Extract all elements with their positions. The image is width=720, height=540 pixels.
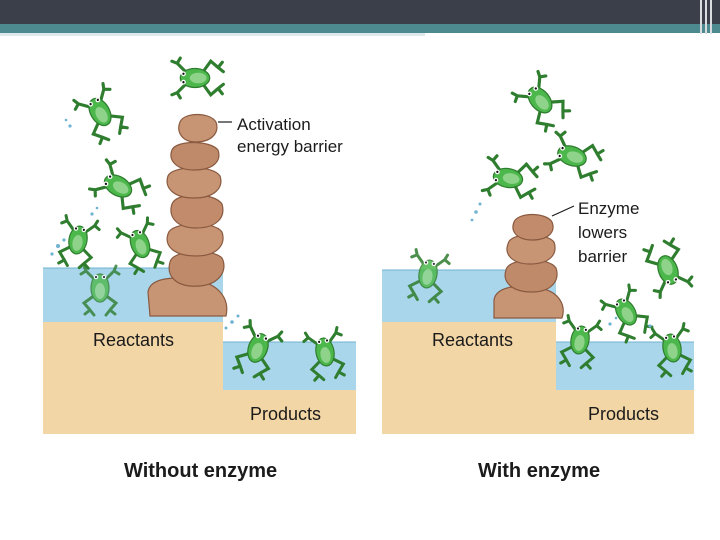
panel-with-enzyme: Enzyme lowers barrier Reactants Products…: [382, 69, 695, 482]
product-water: [223, 342, 356, 390]
panel-without-enzyme: Activation energy barrier Reactants Prod…: [43, 58, 356, 482]
boulder-icon: [169, 252, 224, 287]
frog-icon: [115, 217, 167, 276]
boulder-icon: [167, 168, 221, 198]
boulder-icon: [167, 224, 223, 256]
panel-caption: With enzyme: [478, 460, 600, 482]
enzyme-label: lowers: [578, 223, 627, 242]
frog-icon: [543, 129, 605, 184]
enzyme-label: barrier: [578, 247, 627, 266]
frog-icon: [640, 237, 695, 299]
boulder-icon: [513, 215, 553, 241]
barrier-label: energy barrier: [237, 137, 343, 156]
panel-caption: Without enzyme: [124, 460, 277, 482]
frog-icon: [71, 82, 131, 147]
frog-icon: [172, 58, 223, 98]
reactants-label: Reactants: [93, 330, 174, 350]
frog-icon: [510, 69, 574, 134]
frog-icon: [599, 283, 656, 344]
frog-icon: [55, 215, 101, 270]
boulder-icon: [171, 195, 223, 228]
frog-icon: [482, 154, 540, 202]
boulder-icon: [171, 143, 219, 171]
barrier-label-leader: [552, 206, 574, 216]
lowered-barrier-rocks: [494, 215, 563, 319]
reactants-label: Reactants: [432, 330, 513, 350]
boulder-icon: [179, 115, 217, 143]
products-label: Products: [588, 404, 659, 424]
enzyme-label: Enzyme: [578, 199, 639, 218]
boulder-icon: [505, 260, 557, 292]
products-label: Products: [250, 404, 321, 424]
barrier-label: Activation: [237, 115, 311, 134]
